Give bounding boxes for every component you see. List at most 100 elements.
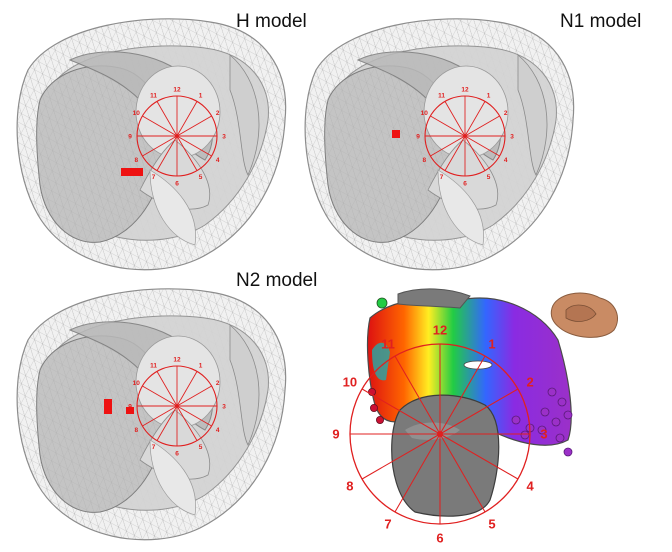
clock-label: 11 [438, 93, 445, 100]
clock-label: 10 [133, 380, 141, 387]
clock-label: 4 [526, 479, 534, 494]
clock-spoke [176, 135, 212, 157]
clock-spoke [444, 101, 466, 137]
clock-label: 8 [422, 157, 426, 164]
clock-label: 8 [134, 427, 138, 434]
ablation-point [547, 387, 557, 397]
ablation-point [511, 415, 521, 425]
clock-label: 1 [488, 337, 495, 352]
clock-spoke [156, 371, 178, 407]
clock-spoke [142, 115, 178, 137]
clock-spoke [394, 433, 441, 513]
clock-label: 6 [175, 450, 179, 457]
clock-spoke [430, 115, 466, 137]
ablation-point [370, 404, 379, 413]
cavity-wireframe [36, 335, 166, 513]
gray-highlight [405, 422, 460, 440]
clock-label: 7 [152, 444, 156, 451]
clock-spoke [439, 355, 486, 435]
clock-label: 11 [381, 337, 395, 352]
clock-spoke [176, 405, 198, 441]
appendage-fold [149, 169, 196, 246]
clock-label: 1 [487, 93, 491, 100]
clock-label: 4 [504, 157, 508, 164]
clock-label: 1 [199, 363, 203, 370]
ablation-point [537, 425, 547, 435]
gray-structure [391, 394, 500, 517]
clock-center [437, 431, 443, 437]
clock-spoke [394, 355, 441, 435]
clock-label: 5 [487, 174, 491, 181]
ablation-point [555, 433, 565, 443]
panel-title-n1: N1 model [560, 11, 642, 32]
ablation-point [563, 410, 573, 420]
clock-spoke [439, 433, 519, 480]
ablation-point [540, 407, 550, 417]
clock-center [175, 134, 179, 138]
right-rim [517, 54, 548, 176]
clock-label: 3 [540, 427, 547, 442]
clock-label: 12 [173, 86, 181, 93]
clock-spoke [464, 101, 486, 137]
thumbnail-detail [565, 304, 597, 322]
right-rim [229, 54, 260, 176]
clock-label: 10 [421, 110, 429, 117]
clock-spoke [142, 385, 178, 407]
clock-label: 5 [199, 174, 203, 181]
clock-spoke [176, 115, 212, 137]
cavity-wireframe [36, 65, 166, 243]
clock-label: 4 [216, 427, 220, 434]
clock-label: 2 [216, 380, 220, 387]
clock-spoke [361, 388, 441, 435]
clock-label: 3 [222, 403, 226, 410]
panel-title-n2: N2 model [236, 270, 318, 291]
ablation-point [376, 415, 385, 424]
clock-spoke [464, 135, 486, 171]
clock-label: 3 [222, 133, 226, 140]
clock-label: 12 [461, 86, 469, 93]
clock-label: 10 [133, 110, 141, 117]
clock-label: 4 [216, 157, 220, 164]
clock-label: 11 [150, 363, 157, 370]
clock-spoke [464, 135, 500, 157]
clock-label: 2 [504, 110, 508, 117]
clock-spoke [361, 433, 441, 480]
clock-spoke [176, 101, 198, 137]
clock-label: 1 [199, 93, 203, 100]
clock-label: 8 [134, 157, 138, 164]
clock-label: 6 [463, 180, 467, 187]
map-top-rim [397, 288, 471, 309]
clock-label: 7 [152, 174, 156, 181]
clock-spoke [176, 385, 212, 407]
ablation-point [520, 430, 530, 440]
clock-label: 12 [173, 356, 181, 363]
clock-label: 5 [488, 517, 495, 532]
clock-label: 6 [436, 531, 443, 546]
clock-center [175, 404, 179, 408]
clock-label: 3 [510, 133, 514, 140]
clock-label: 9 [128, 403, 132, 410]
clock-label: 6 [175, 180, 179, 187]
clock-label: 7 [384, 517, 391, 532]
catheter-tip [376, 297, 388, 309]
clock-label: 9 [128, 133, 132, 140]
clock-spoke [156, 101, 178, 137]
clock-spoke [430, 135, 466, 157]
clock-label: 2 [216, 110, 220, 117]
clock-spoke [156, 135, 178, 171]
clock-label: 12 [433, 323, 447, 338]
panel-title-h: H model [236, 11, 307, 32]
clock-label: 11 [150, 93, 157, 100]
lesion-marker [121, 168, 143, 176]
